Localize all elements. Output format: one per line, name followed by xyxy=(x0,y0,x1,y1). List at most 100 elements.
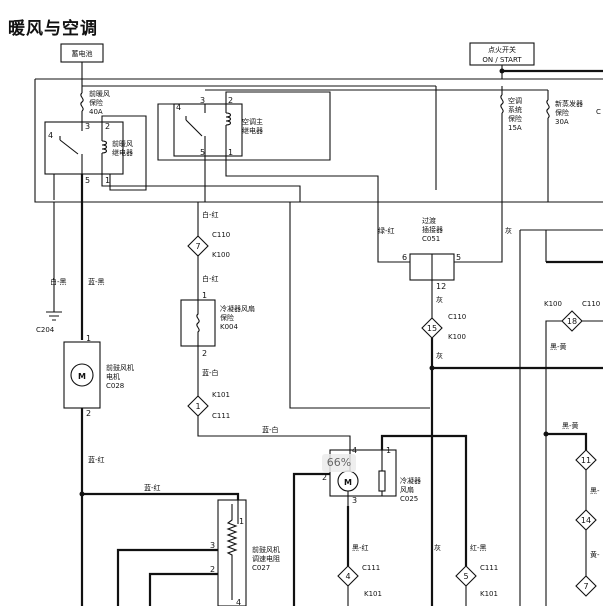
svg-text:30A: 30A xyxy=(555,118,569,126)
svg-text:15: 15 xyxy=(427,324,437,333)
svg-text:C027: C027 xyxy=(252,564,270,572)
svg-text:40A: 40A xyxy=(89,108,103,116)
svg-text:白-黑: 白-黑 xyxy=(50,277,67,286)
connector-7b xyxy=(575,575,597,597)
svg-text:C111: C111 xyxy=(362,564,380,572)
svg-text:蓝-白: 蓝-白 xyxy=(262,425,279,434)
svg-text:5: 5 xyxy=(200,148,205,157)
svg-text:黑-黄: 黑-黄 xyxy=(562,421,579,430)
front-fan-fuse-icon xyxy=(80,92,84,112)
svg-text:蓝-白: 蓝-白 xyxy=(202,368,219,377)
svg-text:K101: K101 xyxy=(212,391,230,399)
ground-icon xyxy=(46,311,62,321)
svg-text:4: 4 xyxy=(236,598,241,606)
svg-text:1: 1 xyxy=(105,176,110,185)
svg-text:5: 5 xyxy=(85,176,90,185)
svg-text:7: 7 xyxy=(195,242,200,251)
ignition-label: 点火开关 xyxy=(488,45,516,54)
svg-text:蓝-红: 蓝-红 xyxy=(88,455,105,464)
svg-text:C051: C051 xyxy=(422,235,440,243)
svg-text:灰: 灰 xyxy=(434,543,441,552)
svg-text:2: 2 xyxy=(86,409,91,418)
svg-text:保险: 保险 xyxy=(220,313,234,322)
resistor-icon xyxy=(226,504,238,600)
svg-text:4: 4 xyxy=(352,446,357,455)
zoom-indicator: 66% xyxy=(322,454,356,472)
svg-text:1: 1 xyxy=(195,402,200,411)
ac-system-fuse-icon xyxy=(500,94,504,114)
svg-text:11: 11 xyxy=(581,456,591,465)
svg-text:3: 3 xyxy=(352,496,357,505)
blower-motor-icon xyxy=(70,363,94,387)
svg-text:M: M xyxy=(344,478,352,487)
svg-text:前鼓风机: 前鼓风机 xyxy=(252,545,280,554)
svg-text:调速电阻: 调速电阻 xyxy=(252,554,280,563)
svg-text:1: 1 xyxy=(386,446,391,455)
svg-text:C025: C025 xyxy=(400,495,418,503)
svg-text:K004: K004 xyxy=(220,323,238,331)
svg-text:5: 5 xyxy=(456,253,461,262)
svg-text:前暖风: 前暖风 xyxy=(112,139,133,148)
svg-text:3: 3 xyxy=(210,541,215,550)
svg-text:2: 2 xyxy=(322,473,327,482)
svg-text:4: 4 xyxy=(176,103,181,112)
svg-text:3: 3 xyxy=(200,96,205,105)
svg-text:冷凝器风扇: 冷凝器风扇 xyxy=(220,304,255,313)
svg-text:1: 1 xyxy=(228,148,233,157)
front-blower-motor xyxy=(63,341,101,409)
ac-main-relay xyxy=(173,103,243,157)
svg-text:空调: 空调 xyxy=(508,96,522,105)
svg-text:黑-红: 黑-红 xyxy=(352,543,369,552)
svg-text:2: 2 xyxy=(105,122,110,131)
svg-text:白-红: 白-红 xyxy=(202,274,219,283)
svg-text:C111: C111 xyxy=(212,412,230,420)
svg-text:7: 7 xyxy=(583,582,588,591)
svg-text:14: 14 xyxy=(581,516,591,525)
svg-text:4: 4 xyxy=(48,131,53,140)
svg-text:K100: K100 xyxy=(544,300,562,308)
svg-text:冷凝器: 冷凝器 xyxy=(400,476,421,485)
svg-text:3: 3 xyxy=(85,122,90,131)
svg-text:前鼓风机: 前鼓风机 xyxy=(106,363,134,372)
svg-text:2: 2 xyxy=(228,96,233,105)
svg-text:18: 18 xyxy=(567,317,577,326)
svg-text:1: 1 xyxy=(202,291,207,300)
svg-text:黑-: 黑- xyxy=(590,487,600,495)
fuse-box-outline xyxy=(34,78,603,203)
battery-label: 蓄电池 xyxy=(72,49,93,58)
svg-text:2: 2 xyxy=(202,349,207,358)
svg-text:6: 6 xyxy=(402,253,407,262)
ac-relay-coil-icon xyxy=(225,112,232,126)
svg-text:蓝-红: 蓝-红 xyxy=(144,483,161,492)
svg-text:C028: C028 xyxy=(106,382,124,390)
svg-text:15A: 15A xyxy=(508,124,522,132)
svg-text:蓝-黑: 蓝-黑 xyxy=(88,277,105,286)
svg-text:1: 1 xyxy=(86,334,91,343)
svg-text:C: C xyxy=(596,108,601,116)
svg-text:黄-: 黄- xyxy=(590,550,600,559)
evaporator-fuse-icon xyxy=(546,99,550,119)
svg-text:保险: 保险 xyxy=(508,114,522,123)
svg-text:K101: K101 xyxy=(480,590,498,598)
svg-text:插接器: 插接器 xyxy=(422,225,443,234)
svg-text:黑-黄: 黑-黄 xyxy=(550,342,567,351)
svg-text:灰: 灰 xyxy=(505,226,512,235)
svg-text:灰: 灰 xyxy=(436,295,443,304)
svg-text:12: 12 xyxy=(436,282,446,291)
svg-text:K101: K101 xyxy=(364,590,382,598)
svg-text:新蒸发器: 新蒸发器 xyxy=(555,99,583,108)
svg-text:前暖风: 前暖风 xyxy=(89,89,110,98)
svg-text:C204: C204 xyxy=(36,326,55,334)
svg-text:空调主: 空调主 xyxy=(242,117,263,126)
svg-text:1: 1 xyxy=(239,517,244,526)
svg-text:4: 4 xyxy=(345,572,350,581)
svg-text:保险: 保险 xyxy=(89,98,103,107)
svg-text:继电器: 继电器 xyxy=(242,126,263,135)
svg-text:C110: C110 xyxy=(582,300,600,308)
svg-text:风扇: 风扇 xyxy=(400,485,414,494)
page-title: 暖风与空调 xyxy=(8,19,98,39)
svg-text:系统: 系统 xyxy=(508,105,522,114)
condenser-fuse-icon xyxy=(196,300,200,346)
connector-18 xyxy=(561,310,583,332)
